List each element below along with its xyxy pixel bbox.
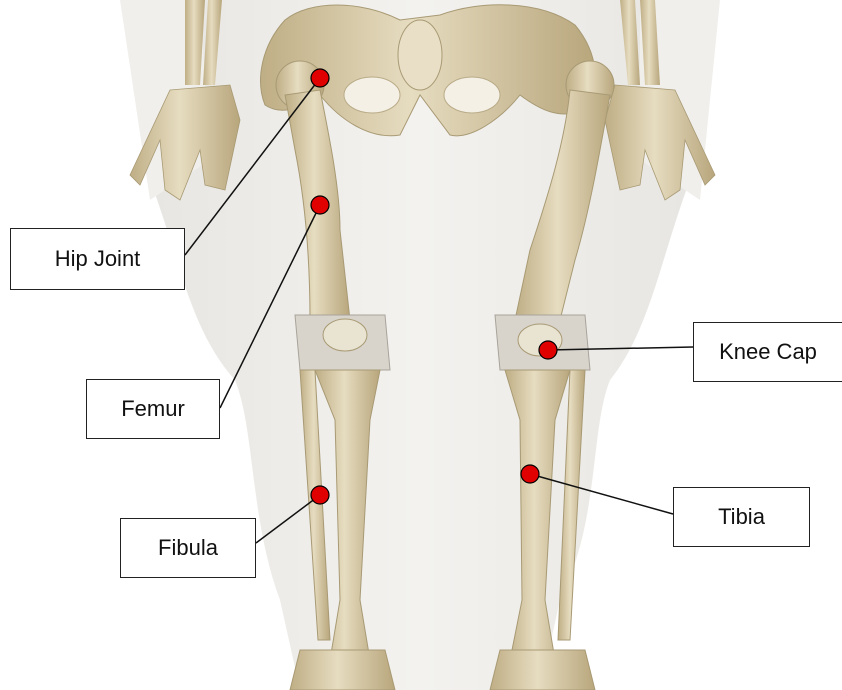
label-fibula: Fibula <box>120 518 256 578</box>
label-tibia: Tibia <box>673 487 810 547</box>
left-knee-joint <box>295 315 390 370</box>
marker-tibia <box>521 465 539 483</box>
marker-knee-cap <box>539 341 557 359</box>
marker-hip-joint <box>311 69 329 87</box>
label-knee-cap: Knee Cap <box>693 322 842 382</box>
left-foot-bones <box>290 650 395 690</box>
right-foot-bones <box>490 650 595 690</box>
marker-fibula <box>311 486 329 504</box>
label-femur: Femur <box>86 379 220 439</box>
marker-femur <box>311 196 329 214</box>
label-hip-joint: Hip Joint <box>10 228 185 290</box>
